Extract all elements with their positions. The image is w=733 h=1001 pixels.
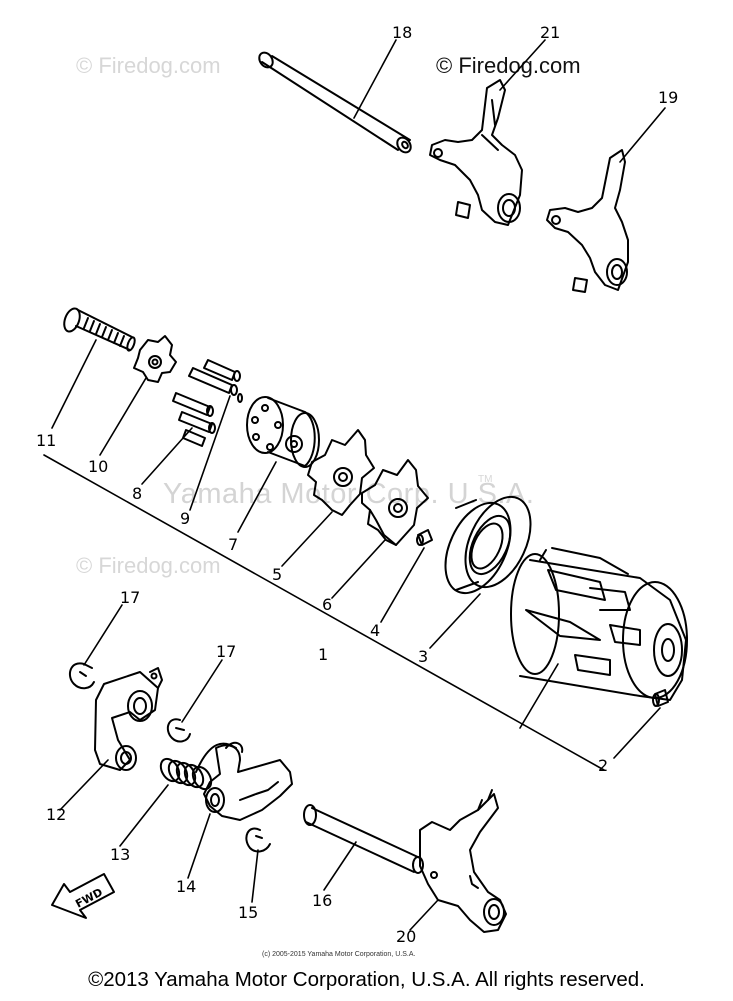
callout-3: 3 — [418, 647, 428, 666]
callout-9: 9 — [180, 509, 190, 528]
watermark-mid-left: © Firedog.com — [76, 553, 221, 578]
plug-part-2 — [652, 689, 669, 707]
spring-part-13 — [159, 742, 237, 791]
callout-2: 2 — [598, 756, 608, 775]
callout-7: 7 — [228, 535, 238, 554]
callout-4: 4 — [370, 621, 380, 640]
callout-11: 11 — [36, 431, 56, 450]
bearing-part — [444, 495, 532, 595]
callout-8: 8 — [132, 484, 142, 503]
shift-fork-21 — [429, 79, 523, 226]
callout-18: 18 — [392, 23, 412, 42]
callout-13: 13 — [110, 845, 130, 864]
pin-part-4 — [416, 529, 433, 546]
callout-1: 1 — [318, 645, 328, 664]
callout-16: 16 — [312, 891, 332, 910]
bolt-part — [63, 307, 136, 352]
lever-part-12 — [94, 667, 163, 771]
callout-20: 20 — [396, 927, 416, 946]
callout-14: 14 — [176, 877, 196, 896]
clip-part-17a — [68, 662, 95, 690]
guide-bar-part — [258, 51, 412, 154]
callout-5: 5 — [272, 565, 282, 584]
callout-17-lower: 17 — [216, 642, 236, 661]
watermark-top-left: © Firedog.com — [76, 53, 221, 78]
pins-part-9 — [188, 359, 243, 403]
callout-15: 15 — [238, 903, 258, 922]
star-plate-part-6 — [361, 459, 429, 546]
segment-plate-part — [133, 335, 177, 383]
callout-21: 21 — [540, 23, 560, 42]
callout-6: 6 — [322, 595, 332, 614]
shift-fork-19 — [546, 149, 629, 293]
callout-19: 19 — [658, 88, 678, 107]
callout-10: 10 — [88, 457, 108, 476]
callout-12: 12 — [46, 805, 66, 824]
segment-part-7 — [246, 396, 320, 468]
shift-drum-part — [510, 547, 688, 701]
shift-fork-part-20 — [419, 789, 507, 933]
fwd-arrow — [51, 873, 115, 919]
shift-arm-part-14 — [203, 741, 293, 821]
watermark-top-right: © Firedog.com — [436, 53, 581, 78]
circlip-part-15 — [245, 827, 271, 853]
clip-part-17b — [166, 718, 191, 743]
watermark-tm: TM — [478, 474, 493, 485]
star-plate-part-5 — [307, 429, 375, 516]
shift-shaft-part-16 — [303, 804, 424, 874]
pins-part-8 — [172, 392, 216, 447]
small-copyright: (c) 2005-2015 Yamaha Motor Corporation, … — [262, 951, 416, 958]
fwd-label: FWD — [73, 886, 105, 911]
callout-17-top: 17 — [120, 588, 140, 607]
footer-copyright: ©2013 Yamaha Motor Corporation, U.S.A. A… — [88, 968, 645, 991]
